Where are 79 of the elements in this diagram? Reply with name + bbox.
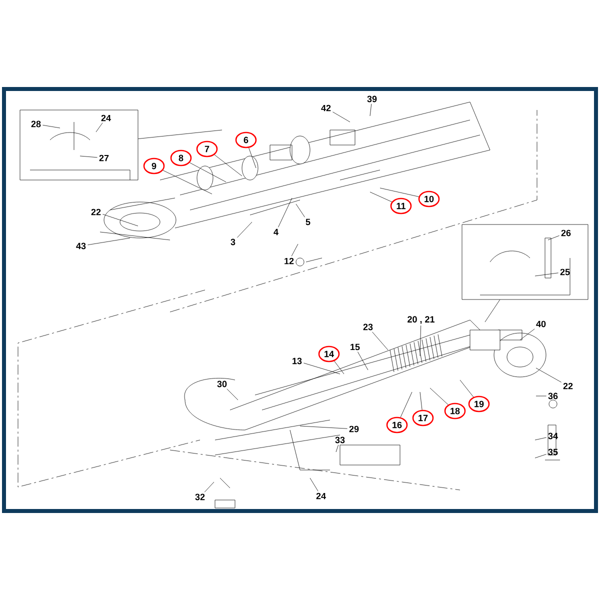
callout-number: 12 — [284, 258, 294, 264]
leader-line — [534, 272, 558, 276]
callout-number: 33 — [335, 436, 345, 444]
callout-number: 22 — [91, 208, 101, 216]
circled-callout-number: 17 — [412, 410, 434, 426]
leader-line — [536, 368, 562, 382]
circled-callout-number: 6 — [235, 132, 257, 148]
callout-number: 30 — [217, 380, 227, 388]
leader-line — [534, 437, 546, 440]
callout-number: 40 — [536, 320, 546, 328]
leader-line — [300, 426, 348, 429]
callout-number: 32 — [195, 494, 205, 500]
leader-line — [430, 388, 448, 405]
leader-line — [96, 122, 103, 132]
leader-line — [310, 478, 318, 492]
callout-number: 22 — [563, 382, 573, 390]
callout-number: 20 , 21 — [408, 316, 434, 324]
leader-line — [226, 388, 238, 400]
leader-line — [534, 454, 546, 458]
leader-line — [380, 188, 419, 197]
leader-line — [80, 156, 98, 158]
callout-number: 42 — [321, 104, 331, 112]
leader-line — [296, 204, 305, 218]
leader-line — [190, 162, 226, 182]
leader-line — [237, 222, 252, 238]
callout-number: 24 — [101, 114, 111, 122]
leader-line — [334, 360, 344, 374]
leader-line — [102, 214, 138, 226]
leader-line — [204, 482, 214, 492]
circled-callout-number: 16 — [386, 416, 408, 434]
leader-line — [370, 192, 392, 202]
leader-line — [248, 148, 256, 168]
callout-number: 35 — [548, 448, 558, 456]
leader-line — [88, 238, 130, 246]
callout-number: 27 — [99, 154, 109, 162]
leader-line — [214, 154, 242, 176]
callout-number: 23 — [363, 324, 373, 330]
circled-callout-number: 10 — [418, 190, 440, 208]
circled-callout-number: 8 — [170, 150, 192, 166]
leader-line — [370, 104, 372, 116]
callout-number: 3 — [230, 238, 236, 246]
circled-callout-number: 7 — [196, 140, 218, 158]
leader-line — [304, 362, 340, 374]
leader-line — [548, 235, 560, 240]
leader-line — [372, 332, 388, 350]
leader-line — [460, 380, 474, 398]
callout-number: 34 — [548, 432, 558, 440]
leader-line — [42, 124, 60, 128]
leader-line — [420, 392, 422, 410]
circled-callout-number: 9 — [143, 158, 165, 174]
leader-line — [162, 170, 212, 194]
circled-callout-number: 11 — [390, 198, 412, 214]
leader-line — [520, 328, 535, 340]
leader-line — [400, 392, 412, 418]
circled-callout-number: 19 — [468, 396, 490, 412]
callout-number: 4 — [274, 228, 278, 236]
leader-line — [138, 130, 222, 139]
callout-number: 28 — [31, 120, 41, 128]
callout-number: 29 — [349, 426, 359, 432]
leader-line — [291, 244, 298, 256]
callout-number: 13 — [292, 358, 302, 364]
callout-number: 15 — [350, 344, 360, 350]
leader-line — [420, 325, 422, 356]
leader-line — [278, 198, 292, 228]
inset-box — [20, 110, 138, 180]
leader-line — [484, 300, 500, 322]
callout-number: 39 — [367, 96, 377, 102]
callout-number: 24 — [316, 492, 326, 500]
leader-line — [332, 112, 350, 122]
callout-number: 5 — [306, 218, 310, 226]
circled-callout-number: 18 — [444, 402, 466, 420]
circled-callout-number: 14 — [318, 346, 340, 362]
inset-box — [462, 224, 588, 300]
callout-number: 26 — [561, 230, 571, 236]
callout-number: 25 — [560, 268, 570, 276]
leader-line — [358, 352, 368, 370]
callout-number: 43 — [76, 242, 86, 250]
leader-line — [336, 444, 339, 452]
callout-number: 36 — [548, 392, 558, 400]
